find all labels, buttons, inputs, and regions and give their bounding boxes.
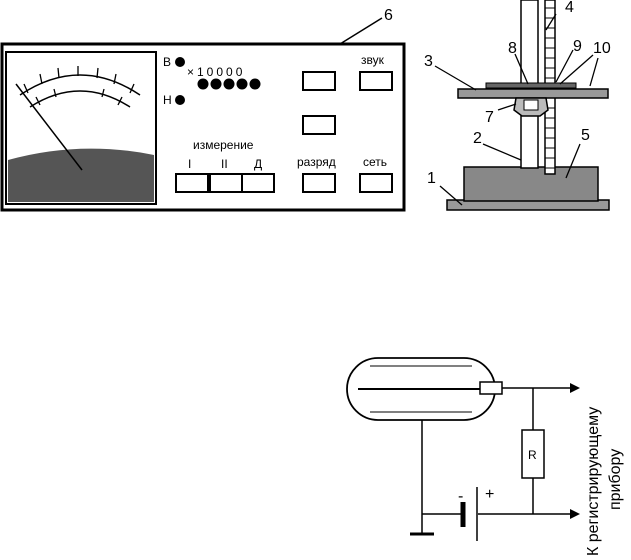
callout-9: 9 — [573, 38, 582, 55]
instrument-panel: В Н ×10000 измерение I II Д звук разряд … — [0, 7, 406, 212]
resistor-label: R — [528, 448, 537, 462]
detector-stand: 1 2 3 4 5 7 8 9 10 — [424, 0, 611, 211]
callout-7: 7 — [485, 109, 494, 126]
output-arrow-top — [570, 383, 580, 393]
discharge-label: разряд — [297, 155, 336, 169]
output-arrow-bottom — [570, 509, 580, 519]
output-label-line1: К регистрирующему — [585, 407, 602, 556]
callout-2: 2 — [473, 130, 482, 147]
indicator-bottom-label: Н — [163, 93, 172, 107]
measure-key-2-button[interactable] — [209, 173, 243, 193]
blank-button-top[interactable] — [302, 71, 336, 91]
discharge-button[interactable] — [302, 173, 336, 193]
sound-label: звук — [361, 53, 385, 67]
measure-key-1-label: I — [188, 157, 191, 171]
indicator-bottom-lamp — [175, 95, 185, 105]
battery-plus-label: + — [485, 486, 494, 503]
counter-digits — [197, 78, 261, 90]
power-button[interactable] — [359, 173, 393, 193]
output-label-line2: прибору — [607, 449, 624, 510]
analog-meter — [5, 51, 157, 205]
stand-housing — [463, 166, 599, 202]
callout-5: 5 — [581, 127, 590, 144]
stand-leaders — [434, 13, 599, 206]
geiger-circuit: R - + К регистрирующему прибору — [346, 357, 624, 556]
counter-window — [523, 99, 539, 111]
measure-key-3-button[interactable] — [241, 173, 275, 193]
callout-6-leader — [339, 17, 383, 45]
measure-group-label: измерение — [193, 138, 254, 152]
counter-multiplier: ×10000 — [187, 65, 245, 79]
meter-scale-outer — [19, 74, 141, 96]
callout-4: 4 — [565, 0, 574, 16]
callout-8: 8 — [508, 40, 517, 57]
tube-anode-terminal — [479, 381, 503, 395]
resistor — [521, 429, 545, 479]
meter-base — [8, 148, 154, 202]
callout-6: 6 — [384, 7, 393, 24]
indicator-top-label: В — [163, 55, 171, 69]
measure-key-2-label: II — [221, 157, 228, 171]
measure-key-3-label: Д — [254, 157, 262, 171]
blank-button-middle[interactable] — [302, 115, 336, 135]
meter-ticks — [23, 66, 135, 106]
indicator-top-lamp — [175, 57, 185, 67]
callout-10: 10 — [593, 40, 611, 57]
sample-plate — [485, 82, 577, 89]
measure-key-1-button[interactable] — [175, 173, 209, 193]
battery-minus-label: - — [458, 488, 463, 505]
meter-needle — [15, 83, 83, 171]
stand-shelf — [457, 88, 609, 99]
callout-1: 1 — [427, 170, 436, 187]
callout-3: 3 — [424, 53, 433, 70]
sound-button[interactable] — [359, 71, 393, 91]
power-label: сеть — [363, 155, 387, 169]
circuit-wires — [421, 387, 570, 534]
